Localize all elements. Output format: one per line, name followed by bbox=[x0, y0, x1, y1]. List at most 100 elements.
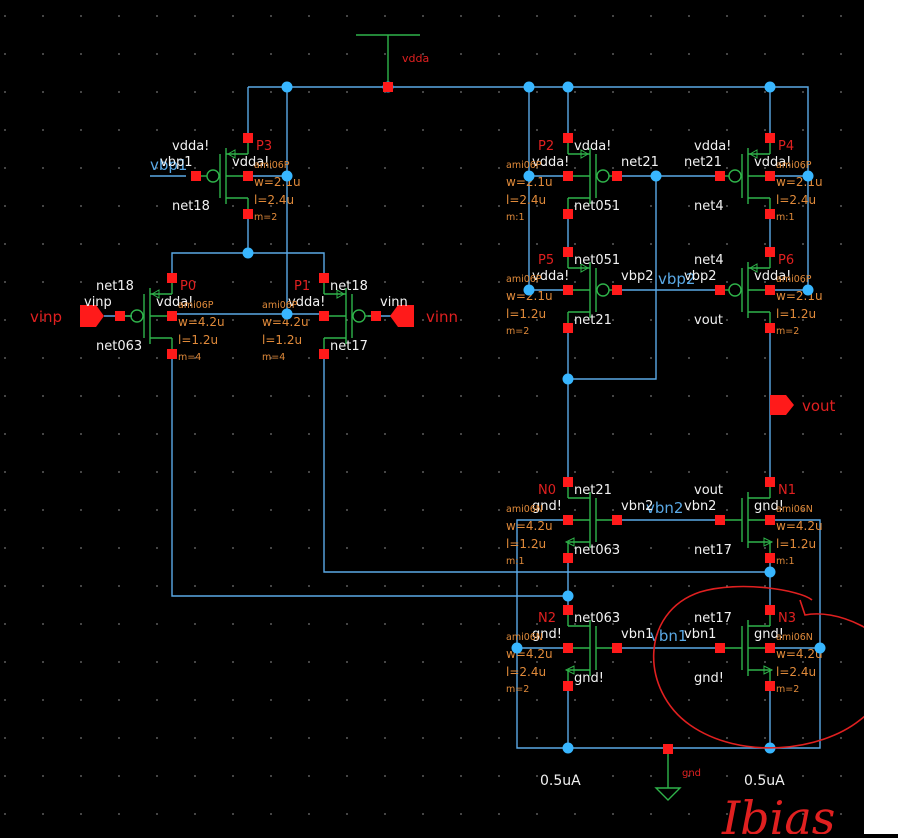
pin[interactable] bbox=[243, 171, 253, 181]
pin[interactable] bbox=[243, 133, 253, 143]
grid-dot bbox=[688, 699, 690, 701]
grid-dot bbox=[460, 775, 462, 777]
pin[interactable] bbox=[765, 477, 775, 487]
port-vout[interactable]: vout bbox=[770, 395, 836, 415]
wire-vdda-rail[interactable] bbox=[248, 86, 809, 290]
pin[interactable] bbox=[167, 349, 177, 359]
pin[interactable] bbox=[563, 285, 573, 295]
pin[interactable] bbox=[563, 171, 573, 181]
grid-dot bbox=[536, 585, 538, 587]
gnd-symbol[interactable]: gnd bbox=[654, 744, 701, 801]
grid-dot bbox=[536, 53, 538, 55]
pin[interactable] bbox=[765, 605, 775, 615]
pin[interactable] bbox=[115, 311, 125, 321]
transistor-p4[interactable]: P4vdda!vdda!net21net4ami06Pw=2.1ul=2.4um… bbox=[684, 133, 823, 223]
transistor-p0[interactable]: P0net18vdda!vinpnet063ami06Pw=4.2ul=1.2u… bbox=[84, 273, 225, 363]
pin[interactable] bbox=[563, 681, 573, 691]
pin[interactable] bbox=[765, 681, 775, 691]
pin[interactable] bbox=[563, 133, 573, 143]
grid-dot bbox=[384, 281, 386, 283]
grid-dot bbox=[498, 243, 500, 245]
width-param: w=4.2u bbox=[262, 315, 309, 329]
pin[interactable] bbox=[243, 209, 253, 219]
pin[interactable] bbox=[715, 515, 725, 525]
grid-dot bbox=[80, 357, 82, 359]
grid-dot bbox=[194, 471, 196, 473]
pin[interactable] bbox=[612, 515, 622, 525]
pin[interactable] bbox=[765, 209, 775, 219]
grid-dot bbox=[4, 585, 6, 587]
pin[interactable] bbox=[715, 171, 725, 181]
pin[interactable] bbox=[765, 643, 775, 653]
pin[interactable] bbox=[563, 643, 573, 653]
grid-dot bbox=[308, 167, 310, 169]
pin[interactable] bbox=[167, 311, 177, 321]
wire-net18-right[interactable] bbox=[248, 252, 325, 277]
pin[interactable] bbox=[563, 515, 573, 525]
grid-dot bbox=[802, 547, 804, 549]
grid-dot bbox=[612, 547, 614, 549]
transistor-p3[interactable]: P3vdda!vdda!vbp1net18ami06Pw=2.1ul=2.4um… bbox=[160, 133, 301, 223]
pin[interactable] bbox=[765, 247, 775, 257]
grid-dot bbox=[118, 91, 120, 93]
wire-net063[interactable] bbox=[171, 352, 568, 597]
pin[interactable] bbox=[765, 285, 775, 295]
grid-dot bbox=[4, 547, 6, 549]
pin[interactable] bbox=[765, 133, 775, 143]
grid-dot bbox=[42, 53, 44, 55]
grid-dot bbox=[840, 167, 842, 169]
pin[interactable] bbox=[319, 349, 329, 359]
wire-net18[interactable] bbox=[171, 210, 249, 277]
pin[interactable] bbox=[563, 553, 573, 563]
pin[interactable] bbox=[612, 285, 622, 295]
pin[interactable] bbox=[765, 553, 775, 563]
grid-dot bbox=[384, 471, 386, 473]
net-label-top: vout bbox=[694, 483, 723, 498]
grid-dot bbox=[802, 737, 804, 739]
grid-dot bbox=[384, 15, 386, 17]
grid-dot bbox=[460, 395, 462, 397]
pin[interactable] bbox=[319, 273, 329, 283]
pin[interactable] bbox=[371, 311, 381, 321]
pin[interactable] bbox=[563, 209, 573, 219]
grid-dot bbox=[650, 813, 652, 815]
wire-net21-feedback[interactable] bbox=[568, 176, 657, 380]
wire-net17[interactable] bbox=[323, 352, 770, 573]
grid-dot bbox=[118, 433, 120, 435]
pin[interactable] bbox=[715, 285, 725, 295]
pin[interactable] bbox=[319, 311, 329, 321]
pin[interactable] bbox=[563, 247, 573, 257]
pin[interactable] bbox=[612, 171, 622, 181]
pin[interactable] bbox=[563, 323, 573, 333]
pin[interactable] bbox=[563, 477, 573, 487]
pin[interactable] bbox=[715, 643, 725, 653]
pin[interactable] bbox=[167, 273, 177, 283]
grid-dot bbox=[460, 585, 462, 587]
grid-dot bbox=[498, 91, 500, 93]
pin[interactable] bbox=[765, 515, 775, 525]
pin[interactable] bbox=[612, 643, 622, 653]
length-param: l=2.4u bbox=[506, 193, 546, 207]
grid-dot bbox=[460, 509, 462, 511]
pin[interactable] bbox=[765, 171, 775, 181]
pin[interactable] bbox=[191, 171, 201, 181]
wire-label-vbp2: vbp2 bbox=[658, 270, 695, 288]
pin[interactable] bbox=[563, 605, 573, 615]
grid-dot bbox=[270, 167, 272, 169]
port-vinn[interactable]: vinn bbox=[390, 305, 458, 327]
grid-dot bbox=[384, 395, 386, 397]
pin[interactable] bbox=[765, 323, 775, 333]
vdda-pin[interactable] bbox=[383, 82, 393, 92]
grid-dot bbox=[840, 243, 842, 245]
port-vinp[interactable]: vinp bbox=[30, 305, 104, 327]
